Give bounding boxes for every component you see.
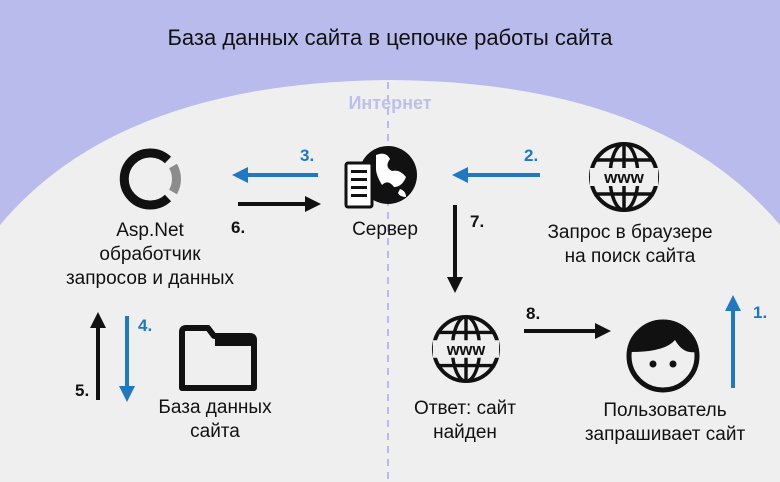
internet-dome <box>0 80 780 482</box>
step-6-label: 6. <box>231 218 246 237</box>
database-label-line: База данных <box>158 397 272 418</box>
www-globe-icon: www <box>589 142 659 212</box>
answer-label: Ответ: сайт найден <box>390 397 540 445</box>
step-2-label: 2. <box>524 146 539 165</box>
aspnet-logo-icon <box>119 148 181 210</box>
www-globe-icon: www <box>431 314 501 384</box>
step-4-label: 4. <box>138 316 153 335</box>
server-label-line: Сервер <box>352 219 418 240</box>
browser-label-line: на поиск сайта <box>564 246 696 267</box>
user-label-line: запрашивает сайт <box>584 424 746 445</box>
aspnet-label-line: Asp.Net <box>116 220 184 241</box>
internet-zone-label: Интернет <box>348 93 432 113</box>
browser-label: Запрос в браузере на поиск сайта <box>520 221 740 269</box>
database-label-line: сайта <box>190 421 240 442</box>
answer-label-line: найден <box>433 422 497 443</box>
server-label: Сервер <box>300 218 470 242</box>
answer-label-line: Ответ: сайт <box>414 398 516 419</box>
database-label: База данных сайта <box>120 396 310 444</box>
step-5-label: 5. <box>75 381 90 400</box>
aspnet-label-line: запросов и данных <box>65 268 235 289</box>
aspnet-label-line: обработчик <box>99 244 201 265</box>
user-label-line: Пользователь <box>603 400 727 421</box>
browser-label-line: Запрос в браузере <box>547 222 713 243</box>
svg-text:www: www <box>603 168 644 187</box>
diagram-title: База данных сайта в цепочке работы сайта <box>167 25 613 50</box>
user-face-icon <box>626 319 700 393</box>
step-3-label: 3. <box>300 146 315 165</box>
folder-icon <box>179 325 257 391</box>
user-label: Пользователь запрашивает сайт <box>560 399 770 447</box>
step-7-label: 7. <box>470 212 485 231</box>
step-1-label: 1. <box>753 303 768 322</box>
aspnet-label: Asp.Net обработчик запросов и данных <box>40 219 260 291</box>
step-8-label: 8. <box>526 304 541 323</box>
server-globe-icon <box>344 146 417 209</box>
svg-text:www: www <box>446 340 486 359</box>
